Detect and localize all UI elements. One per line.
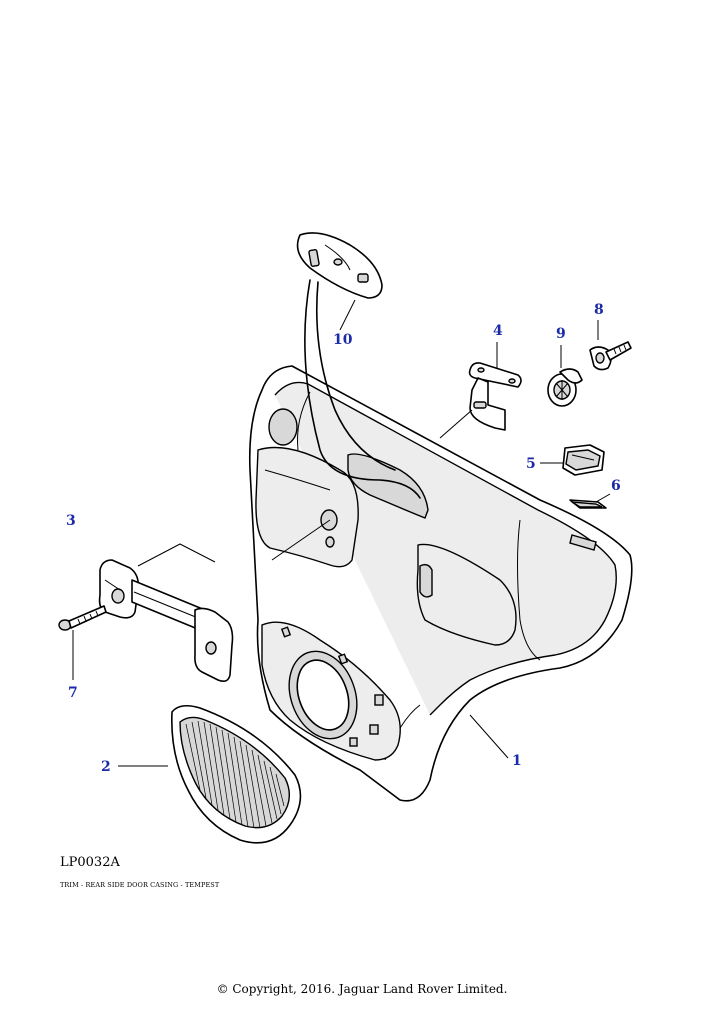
- diagram-code: LP0032A: [60, 855, 120, 870]
- callout-1: 1: [512, 753, 522, 769]
- callout-3: 3: [66, 513, 76, 529]
- callout-8: 8: [594, 302, 604, 318]
- leader-part-1: [469, 714, 509, 759]
- callout-9: 9: [556, 326, 566, 342]
- bracket-part-4: [439, 342, 522, 439]
- callout-4: 4: [493, 323, 503, 339]
- speaker-grille-part-2: [118, 704, 302, 844]
- pull-handle-part-3: [98, 543, 234, 682]
- retainer-part-5: [540, 444, 605, 476]
- callout-6: 6: [611, 478, 621, 494]
- screw-part-7: [58, 605, 107, 680]
- diagram-caption: TRIM - REAR SIDE DOOR CASING - TEMPEST: [60, 881, 220, 889]
- callout-7: 7: [68, 685, 78, 701]
- door-casing-part-1: [248, 365, 633, 802]
- clip-part-9: [547, 345, 583, 407]
- callout-10: 10: [333, 332, 353, 348]
- callout-5: 5: [526, 456, 536, 472]
- handle-bezel-part-10: [296, 232, 421, 499]
- screw-part-8: [589, 320, 632, 371]
- leader-part-10-handle: [271, 519, 331, 561]
- callout-2: 2: [101, 759, 111, 775]
- clip-part-6: [569, 493, 611, 509]
- copyright-notice: © Copyright, 2016. Jaguar Land Rover Lim…: [216, 982, 508, 996]
